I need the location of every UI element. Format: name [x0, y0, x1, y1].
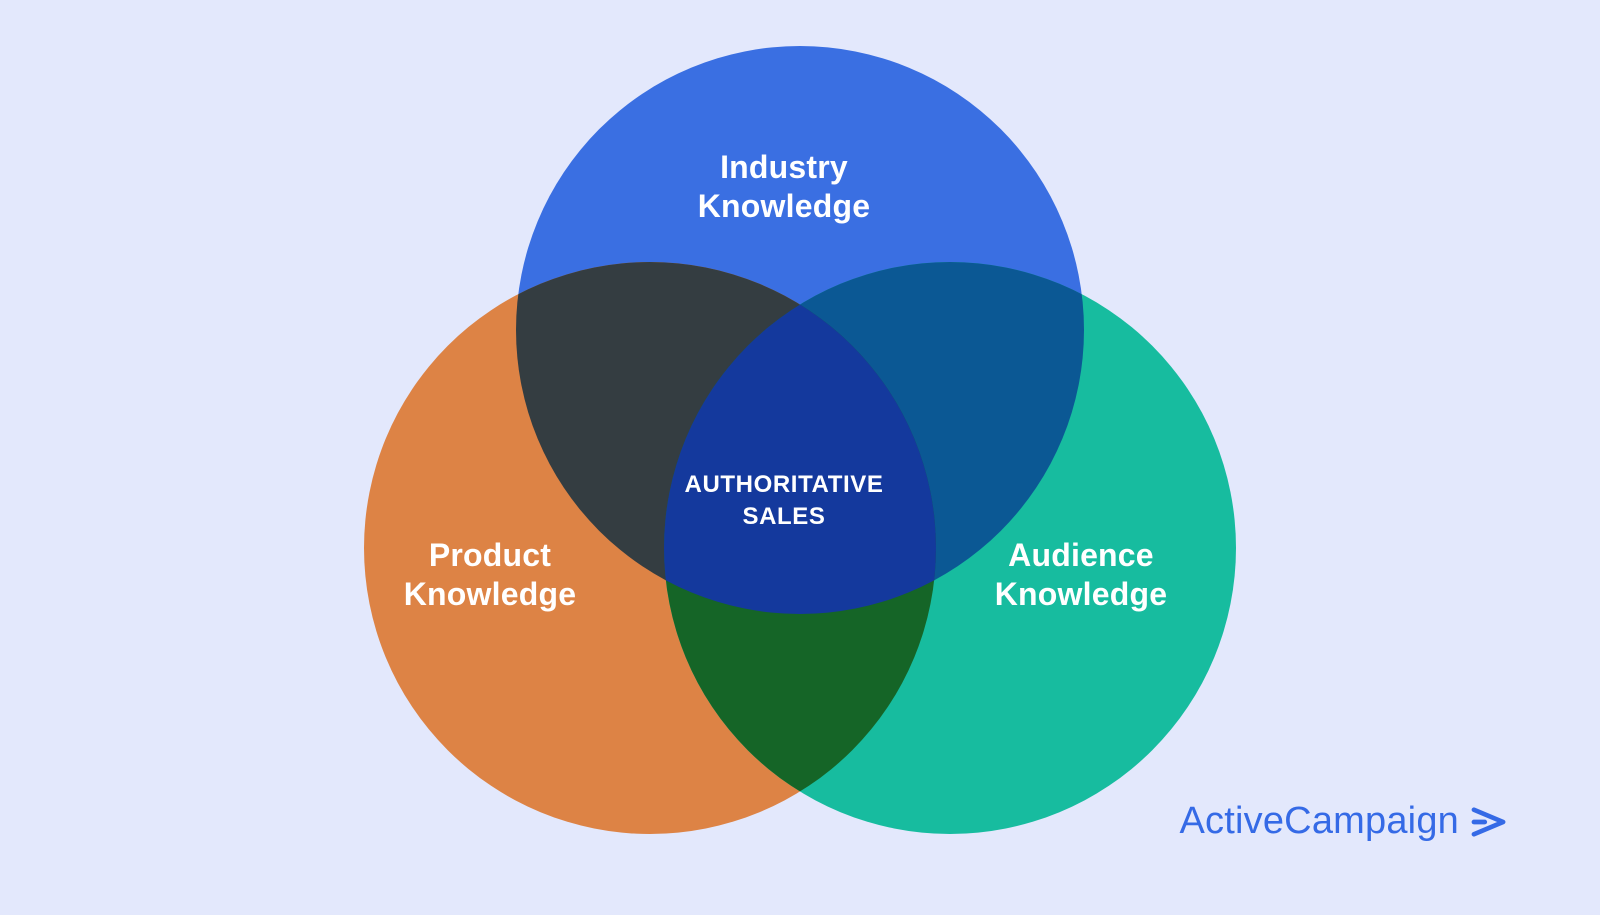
center-overlap — [664, 262, 936, 614]
activecampaign-logo: ActiveCampaign — [1180, 800, 1509, 843]
chevron-stroke — [1471, 806, 1506, 837]
audience-label: Audience Knowledge — [994, 537, 1168, 612]
industry-label: Industry Knowledge — [697, 149, 871, 224]
product-label: Product Knowledge — [403, 537, 577, 612]
activecampaign-chevron-icon — [1471, 806, 1506, 837]
center-label: AUTHORITATIVE SALES — [684, 471, 884, 530]
activecampaign-logo-text: ActiveCampaign — [1179, 800, 1459, 842]
